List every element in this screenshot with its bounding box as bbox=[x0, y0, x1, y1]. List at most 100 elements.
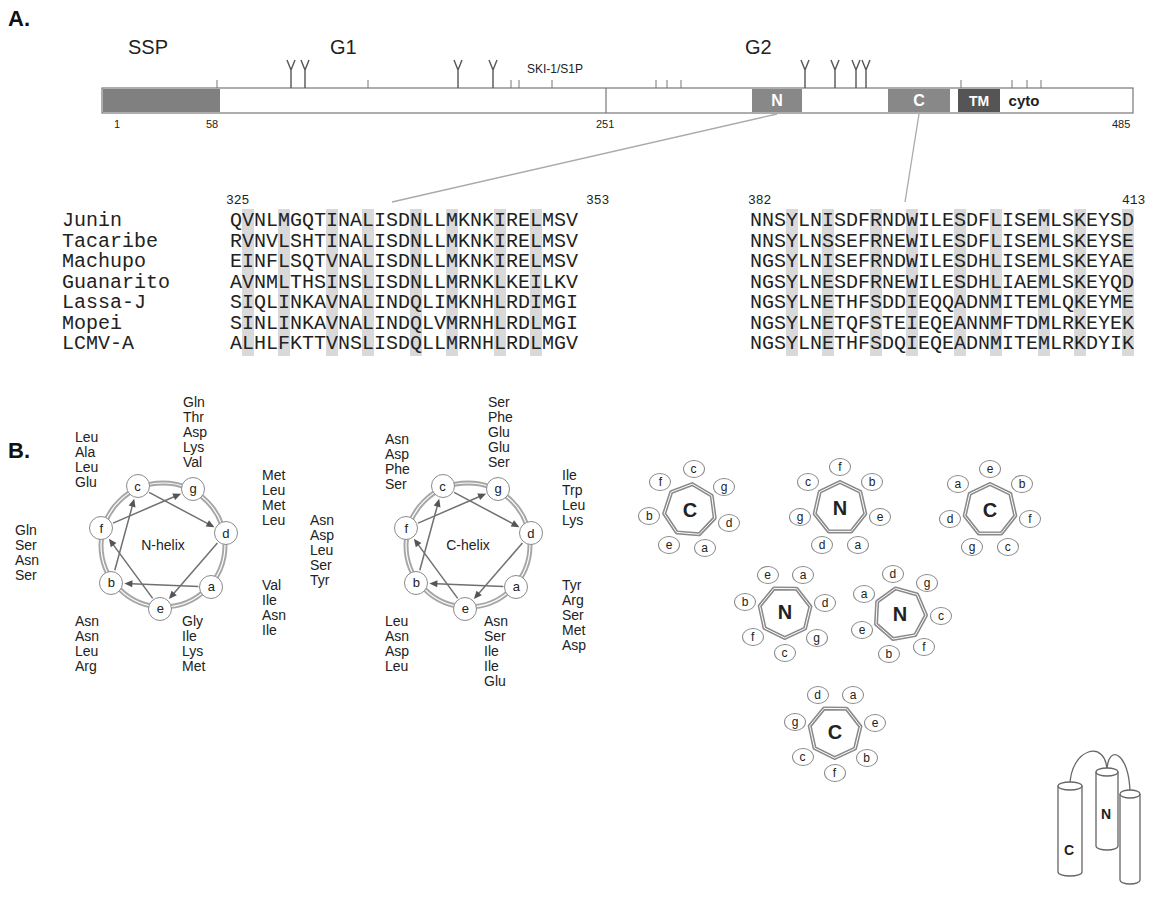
heptad-letter: c bbox=[805, 475, 811, 489]
heptad-position: d bbox=[814, 594, 836, 612]
heptad-position: d bbox=[718, 514, 740, 532]
heptad-letter: d bbox=[222, 526, 229, 541]
heptad-letter: e bbox=[877, 510, 884, 524]
heptad-letter: a bbox=[861, 587, 868, 601]
panel-label: B. bbox=[8, 438, 30, 464]
helix-label: C bbox=[683, 499, 697, 522]
heptad-letter: a bbox=[208, 579, 215, 594]
domain-box: N bbox=[752, 89, 802, 112]
sequence: NGSYLNESDFRNEWILESDHLIAEMLSKEYQD bbox=[750, 273, 1134, 293]
heptad-letter: c bbox=[134, 479, 141, 494]
heptad-position: g bbox=[713, 478, 735, 496]
ssp-segment bbox=[103, 89, 220, 112]
trimer-wheel: Ccgdaebf bbox=[634, 454, 746, 566]
residue-list: Ile Trp Leu Lys bbox=[562, 468, 585, 528]
residue-list: Gln Thr Asp Lys Val bbox=[183, 395, 207, 470]
heptad-letter: a bbox=[850, 688, 857, 702]
heptad-position: d bbox=[811, 536, 833, 554]
heptad-position: b bbox=[856, 749, 878, 767]
heptad-letter: g bbox=[792, 715, 799, 729]
residue-list: Asn Ser Ile Ile Glu bbox=[484, 614, 508, 689]
heptad-position: e bbox=[148, 597, 172, 621]
helix-path-arrow bbox=[420, 499, 441, 571]
arrow-head bbox=[206, 520, 215, 527]
heptad-ring bbox=[965, 484, 1016, 533]
virus-name: Guanarito bbox=[62, 273, 170, 293]
heptad-position: g bbox=[961, 538, 983, 556]
heptad-letter: e bbox=[764, 568, 771, 582]
heptad-letter: e bbox=[462, 601, 469, 616]
arrow-head bbox=[172, 494, 181, 501]
heptad-position: b bbox=[1011, 475, 1033, 493]
arrow-head bbox=[124, 580, 132, 587]
helical-wheel: C-helixgdaebfc bbox=[383, 460, 553, 630]
sequence: NGSYLNETHFSDQIEQEADNMITEMLRKDYIK bbox=[750, 334, 1134, 354]
virus-name: Machupo bbox=[62, 252, 146, 272]
heptad-ring-inner bbox=[810, 708, 861, 758]
domain-label: G1 bbox=[330, 36, 357, 59]
helix-label: C bbox=[983, 499, 997, 522]
heptad-position: e bbox=[864, 714, 886, 732]
heptad-position: d bbox=[939, 510, 961, 528]
heptad-position: e bbox=[851, 621, 873, 639]
heptad-position: a bbox=[847, 536, 869, 554]
helix-name: C-helix bbox=[446, 537, 490, 553]
glycosylation-sites bbox=[287, 60, 870, 88]
heptad-letter: b bbox=[869, 475, 876, 489]
sequence: NNSYLNSSEFRNEWILESDFLISEMLSKEYSE bbox=[750, 232, 1134, 252]
heptad-position: a bbox=[694, 539, 716, 557]
heptad-letter: e bbox=[872, 716, 879, 730]
residue-list: Ser Phe Glu Glu Ser bbox=[488, 395, 513, 470]
heptad-position: c bbox=[126, 474, 150, 498]
heptad-position: f bbox=[742, 628, 764, 646]
heptad-letter: d bbox=[822, 596, 829, 610]
heptad-position: g bbox=[916, 574, 938, 592]
arrow-head bbox=[474, 591, 482, 599]
heptad-position: e bbox=[757, 566, 779, 584]
trimer-wheel: Cebfcgda bbox=[934, 454, 1046, 566]
helical-wheel: N-helixgdaebfc bbox=[78, 460, 248, 630]
hairpin-cylinders bbox=[1058, 751, 1140, 884]
heptad-position: f bbox=[89, 516, 113, 540]
heptad-ring-inner bbox=[815, 482, 866, 531]
heptad-letter: c bbox=[938, 609, 944, 623]
heptad-position: e bbox=[979, 460, 1001, 478]
residue-number: 325 bbox=[226, 193, 249, 208]
arrow-head bbox=[414, 539, 422, 548]
heptad-letter: f bbox=[833, 766, 836, 780]
heptad-position: d bbox=[214, 521, 238, 545]
heptad-letter: b bbox=[886, 647, 893, 661]
helix-label: C bbox=[828, 721, 842, 744]
cleavage-site-label: SKI-1/S1P bbox=[527, 62, 583, 76]
heptad-letter: b bbox=[1019, 477, 1026, 491]
heptad-ring-inner bbox=[965, 484, 1016, 533]
heptad-position: f bbox=[913, 638, 935, 656]
residue-list: Val Ile Asn Ile bbox=[262, 578, 286, 638]
arrow-head bbox=[169, 591, 177, 599]
heptad-position: f bbox=[1019, 510, 1041, 528]
heptad-position: d bbox=[519, 521, 543, 545]
sequence: NGSYLNETQFSTEIEQEANNMFTDMLRKEYEK bbox=[750, 314, 1134, 334]
heptad-letter: g bbox=[494, 481, 501, 496]
arrow-head bbox=[511, 520, 520, 527]
heptad-position: c bbox=[683, 460, 705, 478]
cytoplasmic-box: cyto bbox=[1001, 89, 1047, 112]
heptad-position: g bbox=[181, 477, 205, 501]
heptad-position: c bbox=[792, 748, 814, 766]
residue-number: 413 bbox=[1122, 193, 1145, 208]
box-label: TM bbox=[969, 93, 989, 109]
residue-number: 485 bbox=[1112, 118, 1130, 130]
domain-label: SSP bbox=[128, 36, 168, 59]
residue-number: 382 bbox=[748, 193, 771, 208]
sequence: SIQLINKAVNALINDQLIMKNHLRDIMGI bbox=[230, 293, 578, 313]
box-label: C bbox=[913, 92, 925, 110]
residue-number: 1 bbox=[114, 118, 120, 130]
heptad-letter: b bbox=[863, 751, 870, 765]
heptad-position: a bbox=[842, 686, 864, 704]
heptad-letter: b bbox=[646, 509, 653, 523]
heptad-letter: d bbox=[527, 526, 534, 541]
heptad-position: g bbox=[486, 477, 510, 501]
residue-list: Gly Ile Lys Met bbox=[182, 614, 205, 674]
